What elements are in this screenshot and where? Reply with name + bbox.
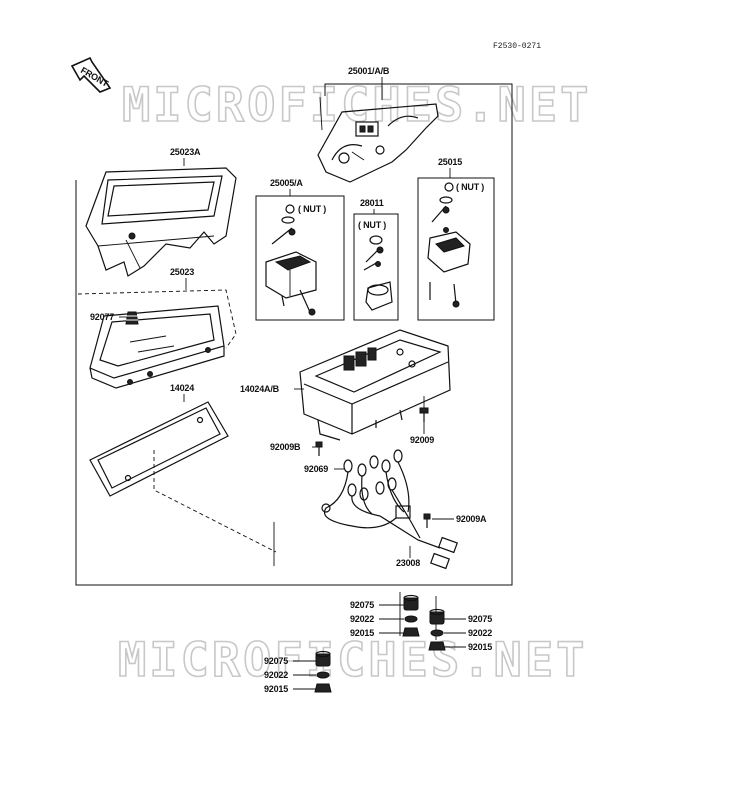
label-nut-3: 92015 bbox=[264, 684, 288, 694]
bolt-part bbox=[419, 407, 429, 422]
label-speedometer: 25015 bbox=[438, 157, 462, 167]
bolt-b-part bbox=[315, 441, 323, 456]
label-harness: 23008 bbox=[396, 558, 420, 568]
fuel-gauge-box bbox=[353, 213, 399, 321]
grommet-part bbox=[125, 311, 139, 325]
label-grommet: 92077 bbox=[90, 312, 114, 322]
label-nut-1: 92015 bbox=[350, 628, 374, 638]
meter-cover-part bbox=[85, 167, 237, 277]
label-tach-nut: ( NUT ) bbox=[298, 204, 326, 214]
assembly-outline bbox=[75, 83, 513, 586]
front-arrow-icon: FRONT bbox=[70, 56, 112, 93]
nut-bottom-part bbox=[314, 683, 332, 693]
bolt-a-part bbox=[423, 513, 431, 528]
tachometer-part bbox=[265, 216, 317, 316]
speedometer-part bbox=[427, 196, 471, 308]
nut-left-part bbox=[402, 627, 420, 637]
meter-case-part bbox=[299, 329, 451, 441]
gasket-dash-line bbox=[153, 450, 277, 553]
label-bolt-a: 92009A bbox=[456, 514, 487, 524]
label-bolt: 92009 bbox=[410, 435, 434, 445]
washer-left-part bbox=[404, 615, 418, 623]
label-damper-2: 92075 bbox=[468, 614, 492, 624]
label-nut-2: 92015 bbox=[468, 642, 492, 652]
washer-right-part bbox=[430, 629, 444, 637]
label-meter-cover: 25023A bbox=[170, 147, 201, 157]
damper-left-part bbox=[403, 594, 419, 611]
label-washer-3: 92022 bbox=[264, 670, 288, 680]
label-meter-assy: 25001/A/B bbox=[348, 66, 390, 76]
washer-bottom-part bbox=[316, 671, 330, 679]
watermark-bottom: MICROFICHES.NET bbox=[118, 633, 587, 688]
label-fuel-gauge: 28011 bbox=[360, 198, 384, 208]
meter-face-plate bbox=[317, 96, 439, 183]
damper-right-part bbox=[429, 608, 445, 625]
speedometer-box bbox=[417, 177, 495, 321]
tachometer-box bbox=[255, 195, 345, 321]
lens-dash-box bbox=[77, 289, 237, 349]
tach-nut-icon bbox=[285, 204, 295, 214]
watermark-top: MICROFICHES.NET bbox=[122, 78, 591, 133]
damper-bottom-part bbox=[315, 650, 331, 667]
fuel-gauge-part bbox=[363, 235, 393, 311]
speedo-nut-icon bbox=[444, 182, 454, 192]
label-gasket: 14024 bbox=[170, 383, 194, 393]
cover-lens-part bbox=[89, 305, 225, 389]
label-bolt-b: 92009B bbox=[270, 442, 301, 452]
label-washer-2: 92022 bbox=[468, 628, 492, 638]
label-cover-lens: 25023 bbox=[170, 267, 194, 277]
label-socket: 92069 bbox=[304, 464, 328, 474]
label-speedo-nut: ( NUT ) bbox=[456, 182, 484, 192]
label-tachometer: 25005/A bbox=[270, 178, 303, 188]
label-washer-1: 92022 bbox=[350, 614, 374, 624]
label-fuel-nut: ( NUT ) bbox=[358, 220, 386, 230]
label-damper-3: 92075 bbox=[264, 656, 288, 666]
label-meter-case: 14024A/B bbox=[240, 384, 280, 394]
figure-code: F2530-0271 bbox=[493, 42, 541, 51]
harness-part bbox=[321, 461, 458, 570]
gasket-part bbox=[89, 401, 229, 497]
label-damper-1: 92075 bbox=[350, 600, 374, 610]
nut-right-part bbox=[428, 641, 446, 651]
